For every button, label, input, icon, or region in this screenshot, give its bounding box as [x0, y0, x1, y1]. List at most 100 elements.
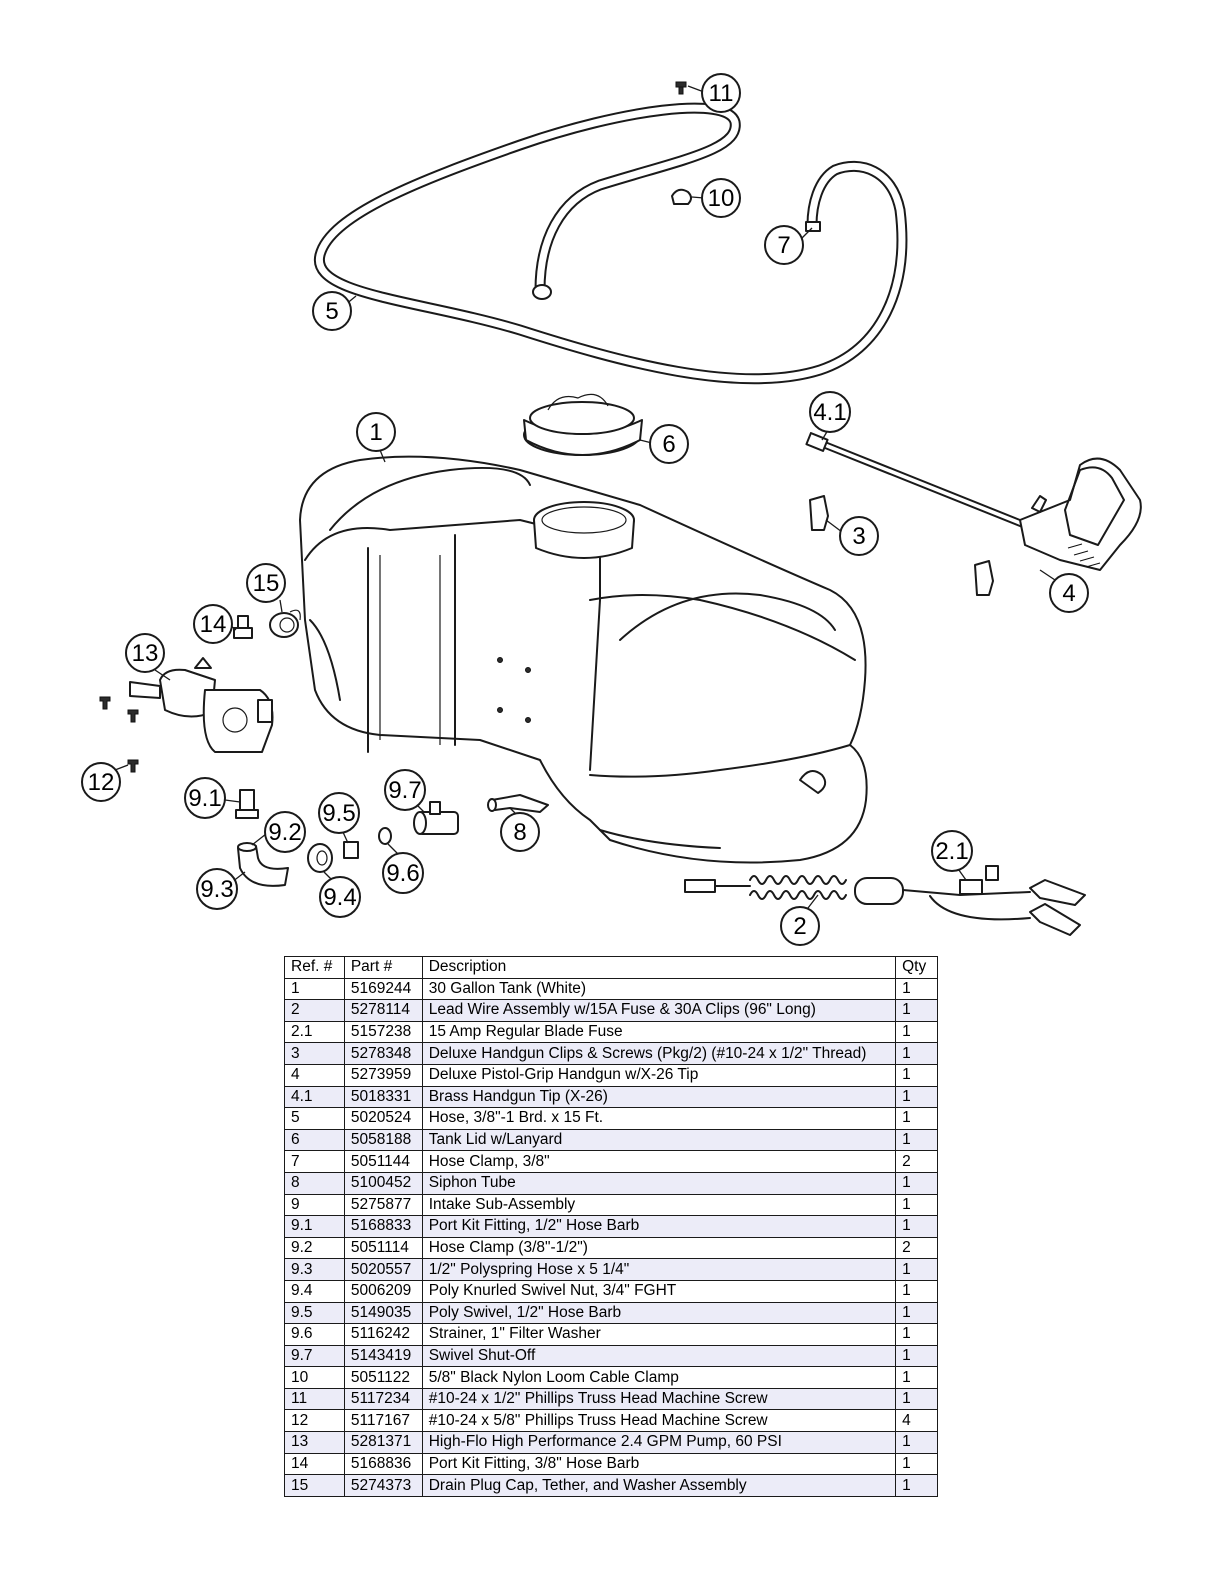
callout-15: 15 [246, 563, 286, 603]
part-number-cell: 5149035 [343, 1301, 423, 1325]
hose-9-3-drawing [237, 842, 289, 887]
description-cell: Hose, 3/8"-1 Brd. x 15 Ft. [421, 1107, 897, 1130]
qty-cell: 2 [895, 1236, 938, 1260]
washer-9-6-drawing [378, 827, 392, 845]
description-cell: Swivel Shut-Off [421, 1344, 897, 1368]
svg-text:1: 1 [369, 419, 382, 446]
svg-text:4: 4 [1062, 580, 1075, 607]
description-cell: Poly Swivel, 1/2" Hose Barb [421, 1301, 897, 1325]
ref-cell: 3 [284, 1042, 345, 1065]
ref-cell: 14 [284, 1452, 345, 1476]
ref-cell: 9.1 [284, 1215, 345, 1238]
qty-cell: 4 [895, 1409, 938, 1433]
ref-cell: 12 [284, 1409, 345, 1433]
table-header-row: Ref. # Part # Description Qty [284, 956, 938, 979]
ref-cell: 2.1 [284, 1020, 345, 1044]
callout-9-6: 9.6 [382, 852, 424, 894]
callout-9-7: 9.7 [384, 769, 426, 811]
part-number-cell: 5143419 [343, 1344, 423, 1368]
qty-cell: 1 [895, 1042, 938, 1065]
qty-cell: 1 [895, 1063, 938, 1087]
ref-cell: 4 [284, 1063, 345, 1087]
drain-cap-15-drawing [269, 609, 301, 638]
ref-cell: 9.4 [284, 1279, 345, 1303]
tank-lid-6-drawing [523, 393, 643, 456]
svg-text:4.1: 4.1 [813, 399, 846, 426]
part-number-cell: 5117167 [343, 1409, 423, 1433]
ref-cell: 9.2 [284, 1236, 345, 1260]
svg-text:12: 12 [88, 769, 115, 796]
header-description: Description [421, 956, 897, 979]
svg-text:6: 6 [662, 431, 675, 458]
svg-text:15: 15 [253, 570, 280, 597]
qty-cell: 1 [895, 1215, 938, 1238]
svg-text:7: 7 [777, 232, 790, 259]
description-cell: Port Kit Fitting, 3/8" Hose Barb [421, 1452, 897, 1476]
ref-cell: 9 [284, 1193, 345, 1217]
description-cell: 5/8" Black Nylon Loom Cable Clamp [421, 1366, 897, 1389]
svg-text:13: 13 [132, 640, 159, 667]
ref-cell: 9.5 [284, 1301, 345, 1325]
qty-cell: 1 [895, 1258, 938, 1281]
callout-9-5: 9.5 [318, 792, 360, 834]
callout-12: 12 [81, 762, 121, 802]
qty-cell: 1 [895, 977, 938, 1001]
handgun-clip-3-drawing [809, 495, 994, 596]
qty-cell: 1 [895, 1085, 938, 1109]
description-cell: Brass Handgun Tip (X-26) [421, 1085, 897, 1109]
description-cell: Siphon Tube [421, 1171, 897, 1195]
qty-cell: 1 [895, 1431, 938, 1454]
callout-7: 7 [764, 225, 804, 265]
qty-cell: 1 [895, 1301, 938, 1325]
part-number-cell: 5051144 [343, 1150, 423, 1173]
part-number-cell: 5058188 [343, 1128, 423, 1152]
description-cell: Deluxe Handgun Clips & Screws (Pkg/2) (#… [421, 1042, 897, 1065]
part-number-cell: 5278114 [343, 999, 423, 1022]
callout-3: 3 [839, 516, 879, 556]
callout-4-1: 4.1 [809, 391, 851, 433]
part-number-cell: 5117234 [343, 1387, 423, 1411]
ref-cell: 7 [284, 1150, 345, 1173]
ref-cell: 6 [284, 1128, 345, 1152]
qty-cell: 1 [895, 999, 938, 1022]
fitting-9-1-drawing [235, 789, 259, 819]
description-cell: Port Kit Fitting, 1/2" Hose Barb [421, 1215, 897, 1238]
ref-cell: 2 [284, 999, 345, 1022]
callout-8: 8 [500, 812, 540, 852]
ref-cell: 15 [284, 1474, 345, 1497]
description-cell: Poly Knurled Swivel Nut, 3/4" FGHT [421, 1279, 897, 1303]
description-cell: Intake Sub-Assembly [421, 1193, 897, 1217]
svg-text:14: 14 [200, 611, 227, 638]
svg-text:9.6: 9.6 [386, 860, 419, 887]
callout-9-2: 9.2 [264, 811, 306, 853]
qty-cell: 1 [895, 1193, 938, 1217]
description-cell: Hose Clamp (3/8"-1/2") [421, 1236, 897, 1260]
qty-cell: 1 [895, 1323, 938, 1346]
part-number-cell: 5018331 [343, 1085, 423, 1109]
part-number-cell: 5274373 [343, 1474, 423, 1497]
description-cell: 30 Gallon Tank (White) [421, 977, 897, 1001]
swivel-nut-9-4-drawing [307, 843, 333, 873]
clamp-7-drawing [805, 221, 821, 232]
ref-cell: 10 [284, 1366, 345, 1389]
description-cell: Deluxe Pistol-Grip Handgun w/X-26 Tip [421, 1063, 897, 1087]
callout-1: 1 [356, 412, 396, 452]
swivel-9-5-drawing [343, 841, 359, 859]
